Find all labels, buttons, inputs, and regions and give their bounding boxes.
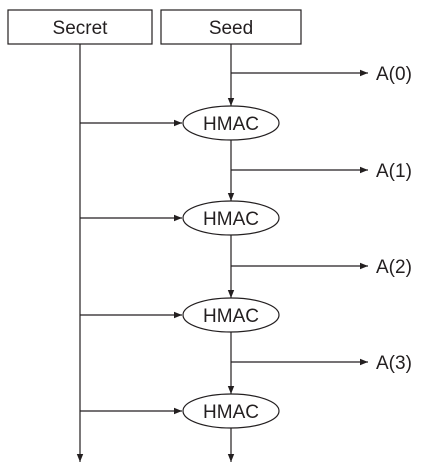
hmac-node-3: HMAC xyxy=(182,297,280,333)
seed-label: Seed xyxy=(209,18,253,39)
hmac-label: HMAC xyxy=(203,114,259,135)
hmac-node-1: HMAC xyxy=(182,105,280,141)
output-label-a1: A(1) xyxy=(376,161,412,182)
hmac-label: HMAC xyxy=(203,402,259,423)
hmac-node-2: HMAC xyxy=(182,200,280,236)
secret-label: Secret xyxy=(53,18,109,39)
secret-box: Secret xyxy=(7,9,153,45)
output-label-a3: A(3) xyxy=(376,353,412,374)
output-label-a0: A(0) xyxy=(376,64,412,85)
hmac-label: HMAC xyxy=(203,306,259,327)
output-label-a2: A(2) xyxy=(376,257,412,278)
seed-box: Seed xyxy=(160,9,302,45)
hmac-label: HMAC xyxy=(203,209,259,230)
hmac-node-4: HMAC xyxy=(182,393,280,429)
